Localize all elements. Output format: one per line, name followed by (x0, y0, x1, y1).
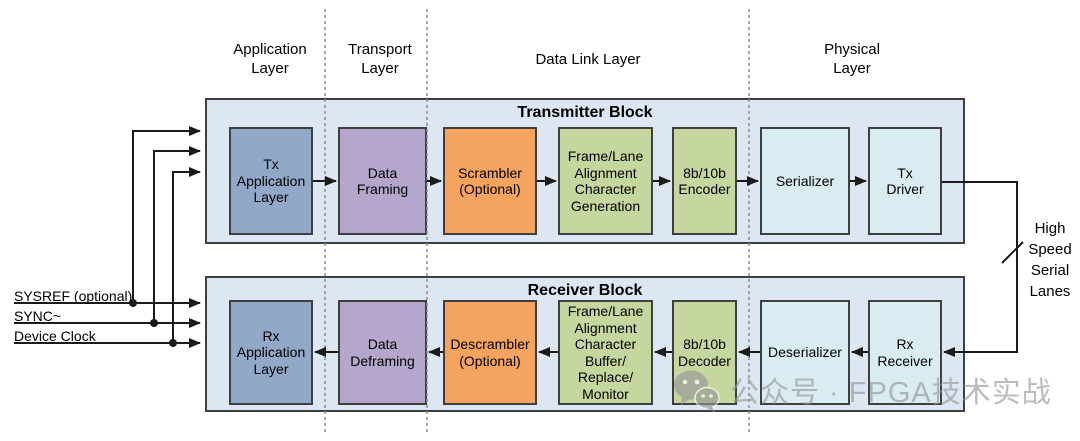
deserializer-box: Deserializer (760, 300, 850, 405)
header-transport-layer: Transport Layer (348, 41, 412, 77)
watermark-text: 公众号 · FPGA技术实战 (730, 377, 1052, 409)
header-physical-layer: Physical Layer (824, 41, 880, 77)
high-speed-serial-lanes-label: High Speed Serial Lanes (1028, 220, 1072, 300)
watermark: 公众号 · FPGA技术实战 (672, 368, 1052, 412)
serializer-box: Serializer (760, 127, 850, 235)
descrambler-box: Descrambler (Optional) (443, 300, 537, 405)
receiver-block-title: Receiver Block (527, 282, 643, 299)
wechat-icon (674, 370, 720, 412)
rx-receiver-box: Rx Receiver (868, 300, 942, 405)
device-clock-label: Device Clock (14, 328, 96, 344)
scrambler-box: Scrambler (Optional) (443, 127, 537, 235)
rx-application-layer-box: Rx Application Layer (229, 300, 313, 405)
data-framing-box: Data Framing (338, 127, 427, 235)
header-application-layer: Application Layer (233, 41, 307, 77)
frame-lane-generation-box: Frame/Lane Alignment Character Generatio… (558, 127, 653, 235)
tx-application-layer-box: Tx Application Layer (229, 127, 313, 235)
8b10b-encoder-box: 8b/10b Encoder (672, 127, 737, 235)
sysref-label: SYSREF (optional) (14, 288, 133, 304)
tx-driver-box: Tx Driver (868, 127, 942, 235)
transmitter-block-title: Transmitter Block (517, 104, 653, 121)
data-deframing-box: Data Deframing (338, 300, 427, 405)
frame-lane-monitor-box: Frame/Lane Alignment Character Buffer/ R… (558, 300, 653, 405)
header-data-link-layer: Data Link Layer (535, 50, 641, 68)
sync-label: SYNC~ (14, 308, 62, 324)
